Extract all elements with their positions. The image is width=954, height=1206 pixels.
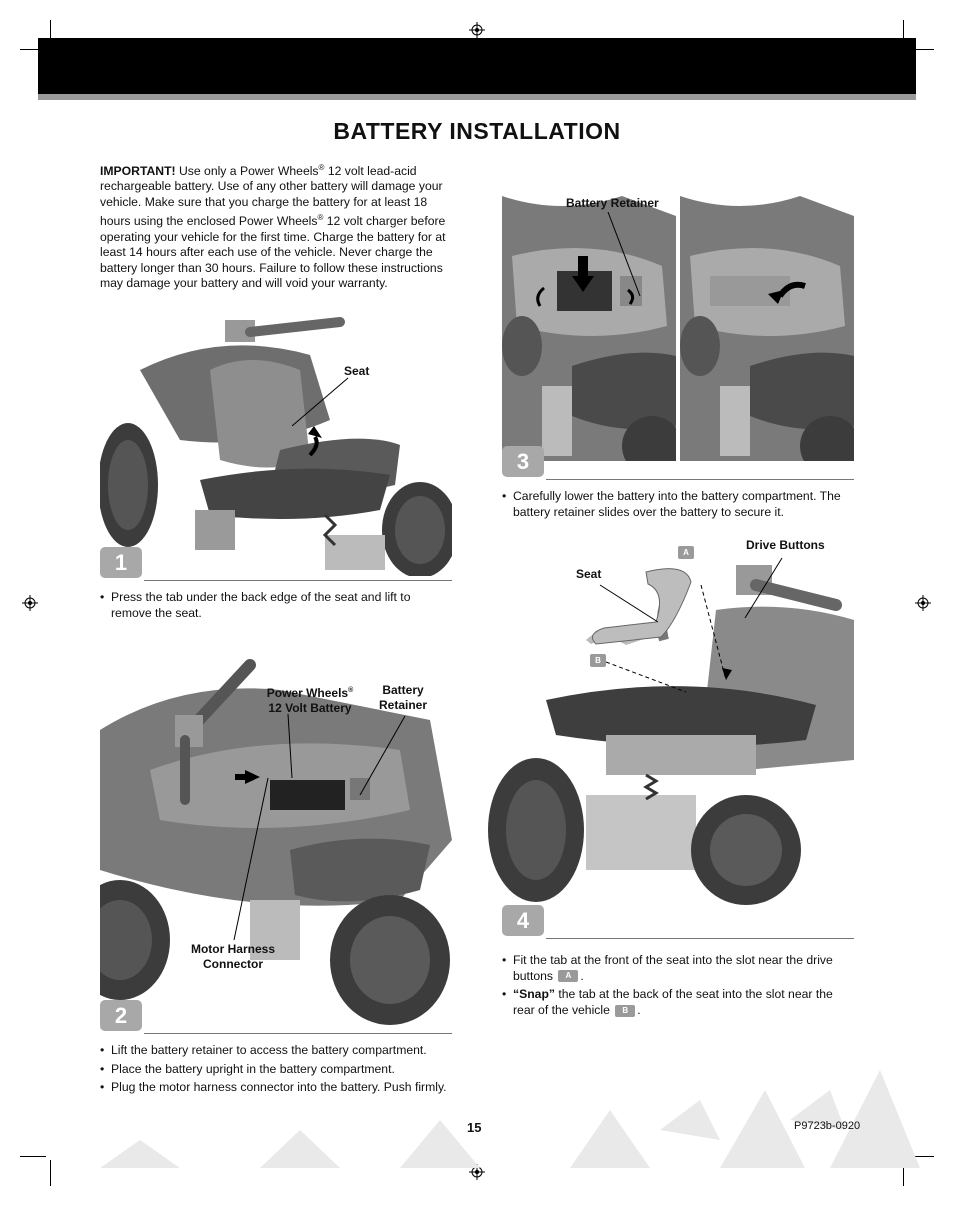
connector-label-line: Connector (203, 957, 263, 971)
header-banner (38, 38, 916, 94)
step-4-seat-part (591, 568, 692, 645)
step-1-divider (144, 580, 452, 581)
instruction-item: Lift the battery retainer to access the … (100, 1043, 460, 1059)
tag-b: B (590, 654, 606, 667)
step-3-instructions: Carefully lower the battery into the bat… (502, 489, 854, 523)
notice-text: Use only a Power Wheels (175, 164, 319, 179)
registration-mark-icon (22, 595, 38, 611)
registration-mark-icon (915, 595, 931, 611)
instruction-item: Press the tab under the back edge of the… (100, 590, 452, 621)
crop-mark (908, 49, 934, 50)
retainer-leader-line (607, 211, 641, 297)
crop-mark (908, 1156, 934, 1157)
step-3-illustration-left (502, 156, 676, 461)
retainer-label: Battery Retainer (370, 683, 436, 713)
page-title: BATTERY INSTALLATION (333, 118, 621, 144)
inline-tag-a: A (558, 970, 579, 983)
inline-tag-b: B (615, 1004, 636, 1017)
battery-label-line: Power Wheels (266, 686, 349, 700)
step-3-divider (546, 479, 854, 480)
step-3-badge: 3 (502, 446, 544, 477)
instruction-item: Fit the tab at the front of the seat int… (502, 953, 854, 984)
instruction-item: Carefully lower the battery into the bat… (502, 489, 854, 520)
instruction-text: . (637, 1002, 641, 1017)
page-number: 15 (467, 1120, 482, 1135)
step-4-leader-lines (599, 557, 783, 623)
retainer-label-line: Battery (382, 683, 424, 697)
crop-mark (903, 20, 904, 46)
step-3-illustration-right (680, 156, 854, 461)
notice-text: 12 volt lead-acid rechargeable battery. … (100, 164, 443, 229)
document-code: P9723b-0920 (794, 1120, 861, 1132)
connector-label: Motor Harness Connector (186, 942, 280, 972)
registration-mark-icon (469, 22, 485, 38)
instruction-item: “Snap” the tab at the back of the seat i… (502, 987, 854, 1018)
header-banner-shadow (38, 94, 916, 100)
step-2-badge: 2 (100, 1000, 142, 1031)
step-4-seat-label: Seat (576, 567, 602, 581)
step-4-badge: 4 (502, 905, 544, 936)
important-notice: IMPORTANT! Use only a Power Wheels® 12 v… (100, 160, 452, 291)
crop-mark (50, 20, 51, 46)
step-2-leader-lines (233, 713, 406, 941)
instruction-item: Place the battery upright in the battery… (100, 1062, 460, 1078)
registered-mark: ® (348, 687, 354, 694)
step-2-divider (144, 1033, 452, 1034)
battery-label-line: 12 Volt Battery (268, 701, 352, 715)
crop-mark (903, 1160, 904, 1186)
seat-label: Seat (344, 364, 370, 378)
crop-mark (20, 49, 46, 50)
battery-label: Power Wheels® 12 Volt Battery (262, 683, 358, 716)
step-4-divider (546, 938, 854, 939)
connector-label-line: Motor Harness (190, 942, 276, 956)
step-1-instructions: Press the tab under the back edge of the… (100, 590, 452, 624)
snap-emphasis: “Snap” (513, 987, 555, 1002)
crop-mark (20, 1156, 46, 1157)
step-4-instructions: Fit the tab at the front of the seat int… (502, 953, 854, 1021)
notice-text: 12 volt charger before operating your ve… (100, 214, 446, 290)
retainer-label-line: Retainer (378, 698, 428, 712)
tag-a: A (678, 546, 694, 559)
seat-leader-line (291, 377, 349, 427)
step-1-illustration (100, 310, 452, 576)
instruction-text: Fit the tab at the front of the seat int… (513, 953, 833, 983)
step-1-badge: 1 (100, 547, 142, 578)
drive-buttons-label: Drive Buttons (746, 538, 825, 552)
step-2-illustration (100, 640, 452, 1026)
crop-mark (50, 1160, 51, 1186)
step-3-retainer-label: Battery Retainer (566, 196, 659, 210)
registered-mark: ® (318, 163, 325, 172)
instruction-item: Plug the motor harness connector into th… (100, 1080, 460, 1096)
important-label: IMPORTANT! (100, 164, 176, 179)
registered-mark: ® (317, 213, 324, 223)
decorative-tire-track-background (100, 1070, 920, 1168)
instruction-text: . (580, 968, 584, 983)
step-2-instructions: Lift the battery retainer to access the … (100, 1043, 460, 1099)
instruction-text: the tab at the back of the seat into the… (513, 987, 833, 1017)
step-4-illustration (486, 540, 854, 910)
